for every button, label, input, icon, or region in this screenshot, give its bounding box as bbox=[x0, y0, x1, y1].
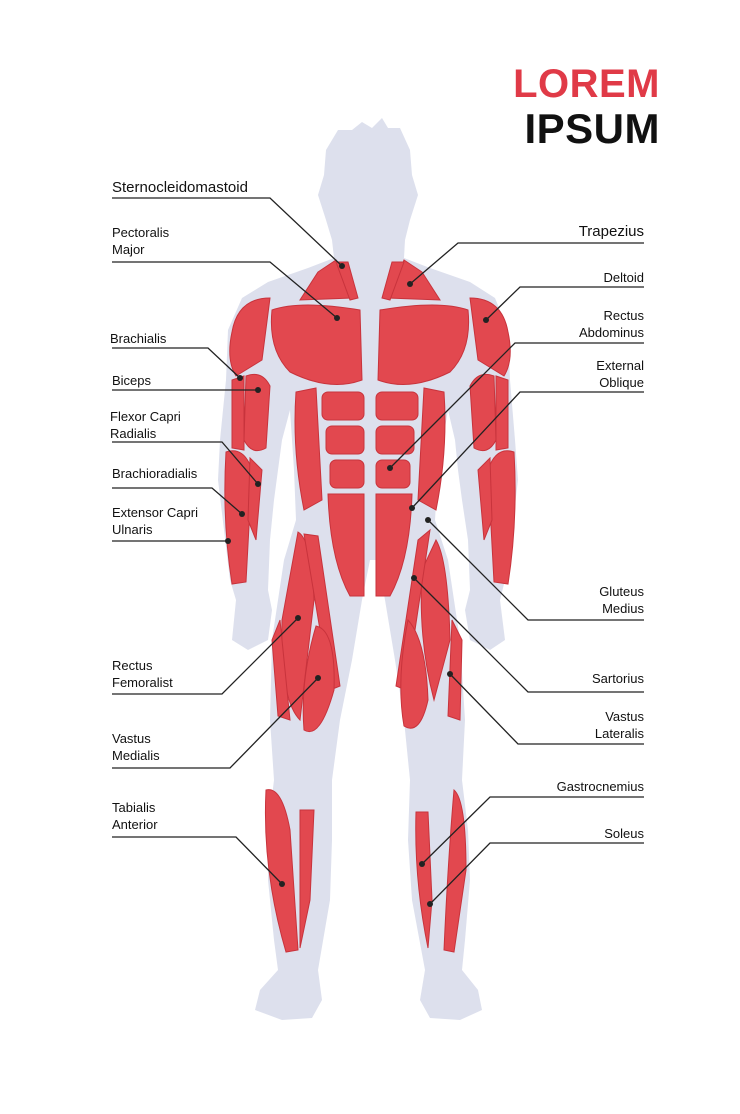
title-line-1: LOREM bbox=[513, 62, 660, 106]
leader-lines bbox=[112, 197, 644, 905]
label-trapezius: Trapezius bbox=[578, 223, 644, 240]
label-gastrocnemius: Gastrocnemius bbox=[556, 779, 644, 794]
label-biceps: Biceps bbox=[112, 373, 152, 388]
muscle-group bbox=[224, 259, 516, 953]
label-deltoid: Deltoid bbox=[603, 270, 644, 285]
label-brachioradialis: Brachioradialis bbox=[112, 466, 198, 481]
leader-dots bbox=[225, 263, 489, 907]
label-sartorius: Sartorius bbox=[591, 671, 644, 686]
label-sternocleidomastoid: Sternocleidomastoid bbox=[112, 179, 248, 196]
title-line-2: IPSUM bbox=[524, 105, 660, 152]
body-silhouette bbox=[218, 118, 518, 1020]
label-soleus: Soleus bbox=[604, 826, 644, 841]
label-brachialis: Brachialis bbox=[110, 331, 167, 346]
